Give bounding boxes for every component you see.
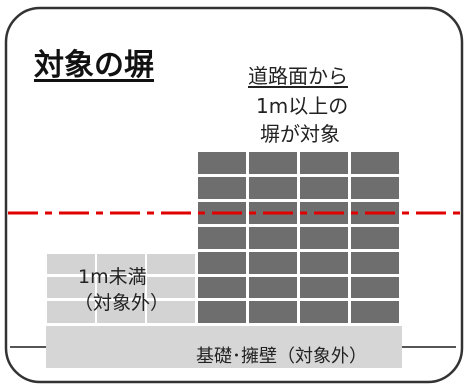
dark-block (249, 252, 297, 274)
dark-block (198, 227, 246, 249)
light-block (47, 277, 95, 298)
light-block (147, 301, 195, 323)
dark-block-wall (198, 152, 399, 323)
dark-block (351, 301, 399, 323)
dark-block (249, 277, 297, 298)
light-block (147, 277, 195, 298)
dark-block (351, 277, 399, 298)
light-block (97, 277, 145, 298)
dark-block (351, 252, 399, 274)
dark-block (249, 301, 297, 323)
light-block (47, 301, 95, 323)
under-1m-label-line2: （対象外） (74, 292, 170, 314)
over-1m-label-line2: 1m以上の (256, 94, 349, 118)
diagram-title: 対象の塀 (34, 48, 154, 83)
over-1m-label-line1: 道路面から (248, 64, 348, 88)
dark-block (198, 177, 246, 199)
dark-block (249, 152, 297, 174)
light-block (47, 254, 95, 274)
light-block (97, 301, 145, 323)
dark-block (351, 177, 399, 199)
dark-block (300, 177, 348, 199)
dark-block (198, 252, 246, 274)
dark-block (300, 227, 348, 249)
dark-block (300, 152, 348, 174)
dark-block (300, 277, 348, 298)
under-1m-label-line1: 1m未満 (78, 266, 147, 288)
dark-block (351, 152, 399, 174)
dark-block (198, 277, 246, 298)
over-1m-label-line3: 塀が対象 (260, 122, 340, 146)
dark-block (300, 252, 348, 274)
dark-block (249, 177, 297, 199)
light-block (147, 254, 195, 274)
dark-block (198, 301, 246, 323)
light-block (97, 254, 145, 274)
base-label: 基礎･擁壁（対象外） (196, 346, 367, 367)
base-foundation-wall (46, 326, 402, 368)
dark-block (300, 301, 348, 323)
light-block-wall (47, 254, 195, 323)
dark-block (351, 227, 399, 249)
dark-block (249, 227, 297, 249)
dark-block (198, 152, 246, 174)
